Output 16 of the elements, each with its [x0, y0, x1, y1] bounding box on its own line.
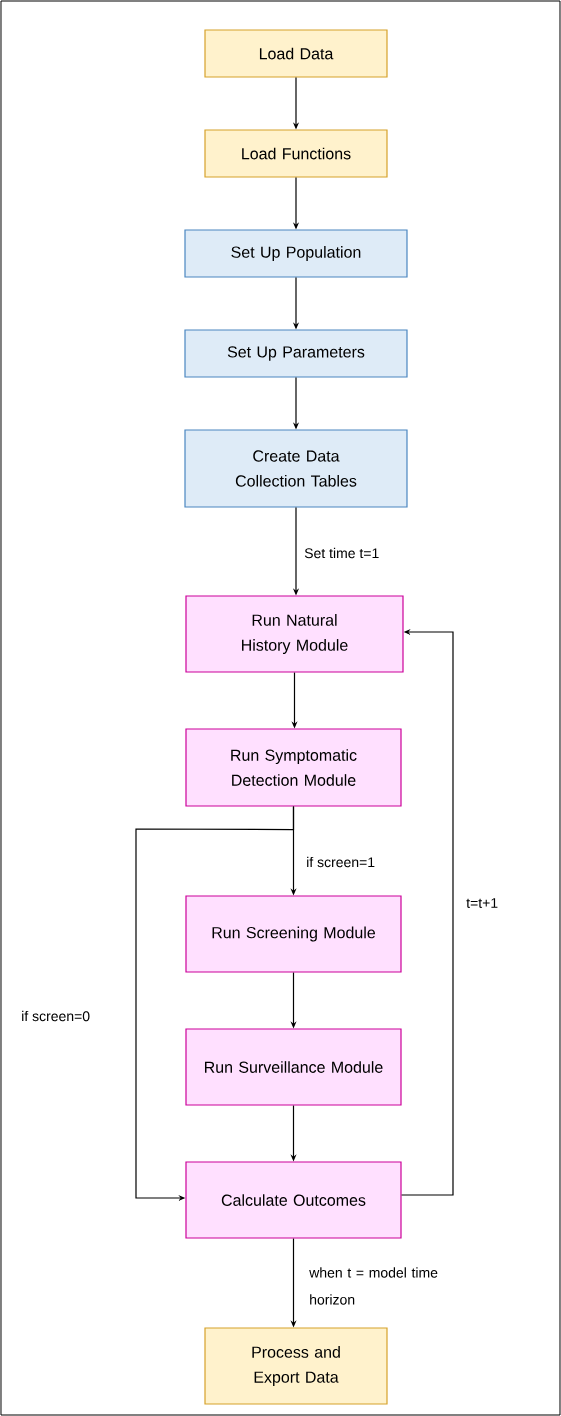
process-box: Run Screening Module	[185, 895, 402, 973]
process-box: Set Up Parameters	[184, 329, 408, 378]
edge-label: Set time t=1	[304, 547, 379, 559]
process-box: Process and Export Data	[204, 1327, 388, 1405]
edge-label: t=t+1	[466, 898, 498, 908]
edge-label: when t = model time horizon	[309, 1267, 438, 1305]
edge-label: if screen=0	[22, 1010, 90, 1022]
process-box: Set Up Population	[184, 229, 408, 278]
process-box: Load Functions	[204, 129, 388, 178]
process-box: Create Data Collection Tables	[184, 429, 408, 508]
process-box: Run Symptomatic Detection Module	[185, 728, 402, 807]
process-box: Load Data	[204, 29, 388, 78]
edge-label: if screen=1	[307, 856, 375, 868]
process-box: Calculate Outcomes	[185, 1161, 402, 1239]
process-box: Run Surveillance Module	[185, 1028, 402, 1106]
process-box: Run Natural History Module	[185, 595, 404, 673]
